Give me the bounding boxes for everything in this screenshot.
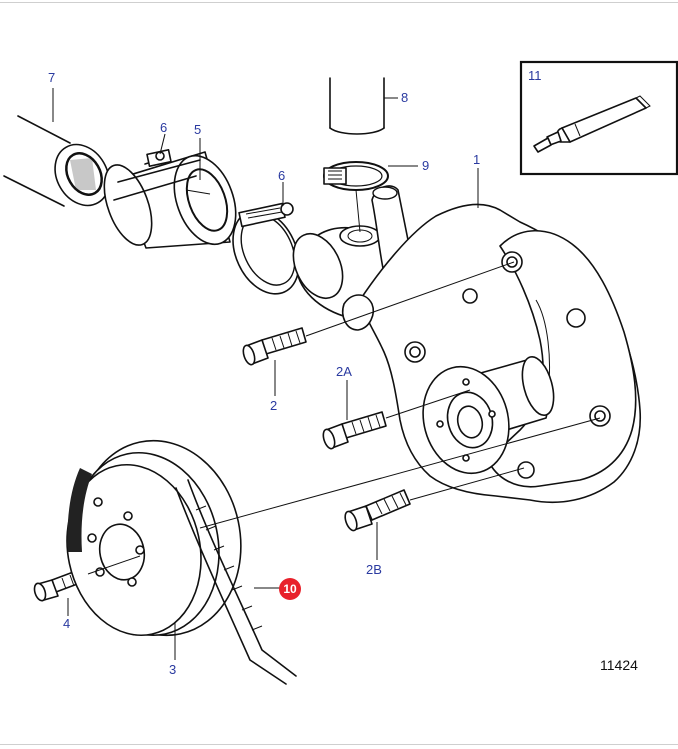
callout-4: 4	[63, 616, 70, 631]
callout-labels: 7 6 5 6 8 9 1 11 2 2A 2B 4 3	[48, 68, 542, 677]
assembly-axis-lines	[87, 189, 601, 575]
callout-9: 9	[422, 158, 429, 173]
callout-3: 3	[169, 662, 176, 677]
bottom-border	[0, 744, 678, 745]
callout-10: 10	[283, 582, 297, 596]
inset-box-sealant-tube	[519, 60, 678, 176]
hose-clamp-right	[232, 202, 300, 295]
bolt-2b	[344, 489, 411, 532]
connecting-sleeve	[103, 151, 237, 249]
callout-1: 1	[473, 152, 480, 167]
callout-2a: 2A	[336, 364, 352, 379]
top-border	[0, 2, 678, 3]
water-pump-housing	[292, 185, 642, 503]
figure-number: 11424	[600, 657, 638, 673]
callout-2: 2	[270, 398, 277, 413]
callout-6-left: 6	[160, 120, 167, 135]
callout-6-right: 6	[278, 168, 285, 183]
bolt-2	[242, 327, 307, 366]
bolt-2a	[322, 411, 387, 450]
hose-clamp-left	[144, 149, 172, 167]
callout-leaders	[52, 88, 479, 660]
callout-2b: 2B	[366, 562, 382, 577]
sealant-tube-icon	[533, 95, 651, 153]
callout-11: 11	[528, 68, 542, 83]
coolant-hose	[3, 115, 110, 207]
callout-5: 5	[194, 122, 201, 137]
drive-belt	[67, 468, 297, 685]
highlight-circle	[279, 578, 301, 600]
callout-7: 7	[48, 70, 55, 85]
upper-hose	[329, 77, 385, 135]
callout-10-badge[interactable]: 10	[279, 578, 301, 600]
pulley	[66, 439, 242, 637]
hose-clamp-top	[323, 161, 389, 191]
callout-8: 8	[401, 90, 408, 105]
